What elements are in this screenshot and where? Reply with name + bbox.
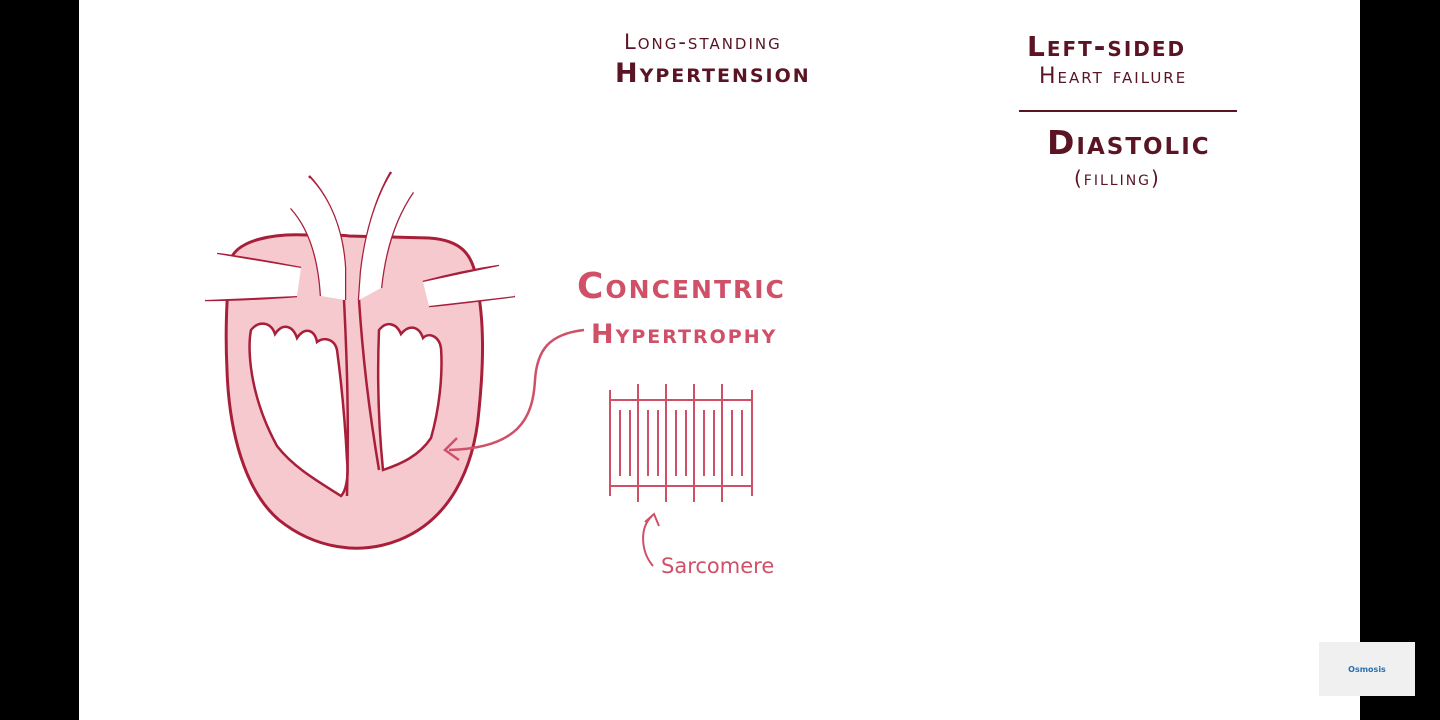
osmosis-logo: Osmosis (1348, 664, 1386, 674)
osmosis-watermark[interactable]: Osmosis (1319, 642, 1415, 696)
sarcomere-pointer-head (644, 512, 660, 527)
pointer-arrow (448, 328, 585, 452)
sarcomere-diagram (609, 384, 753, 502)
hypertrophy-label: Hypertrophy (591, 319, 778, 350)
hypertension-label-line1: Long-standing (624, 30, 782, 54)
vessel-fill-2 (359, 174, 413, 300)
heading-divider (1019, 110, 1237, 112)
heart-failure-label-line1: Left-sided (1027, 30, 1187, 63)
left-chamber (248, 322, 349, 498)
sarcomere-label: Sarcomere (661, 554, 775, 578)
concentric-label: Concentric (577, 266, 786, 307)
right-chamber (376, 322, 443, 472)
pointer-arrowhead (443, 437, 460, 462)
filling-label: (filling) (1074, 166, 1161, 190)
vessel-fill (291, 178, 345, 300)
septum-2 (357, 299, 381, 471)
heart-illustration (204, 171, 753, 567)
septum (342, 299, 350, 497)
heart-failure-label-line2: Heart failure (1039, 64, 1188, 89)
sarcomere-pointer (642, 515, 654, 567)
hypertension-label-line2: Hypertension (615, 58, 811, 89)
right-veins (422, 264, 516, 308)
left-veins (204, 252, 302, 302)
diastolic-label: Diastolic (1047, 123, 1211, 162)
video-frame[interactable]: Long-standing Hypertension Left-sided He… (79, 0, 1360, 720)
